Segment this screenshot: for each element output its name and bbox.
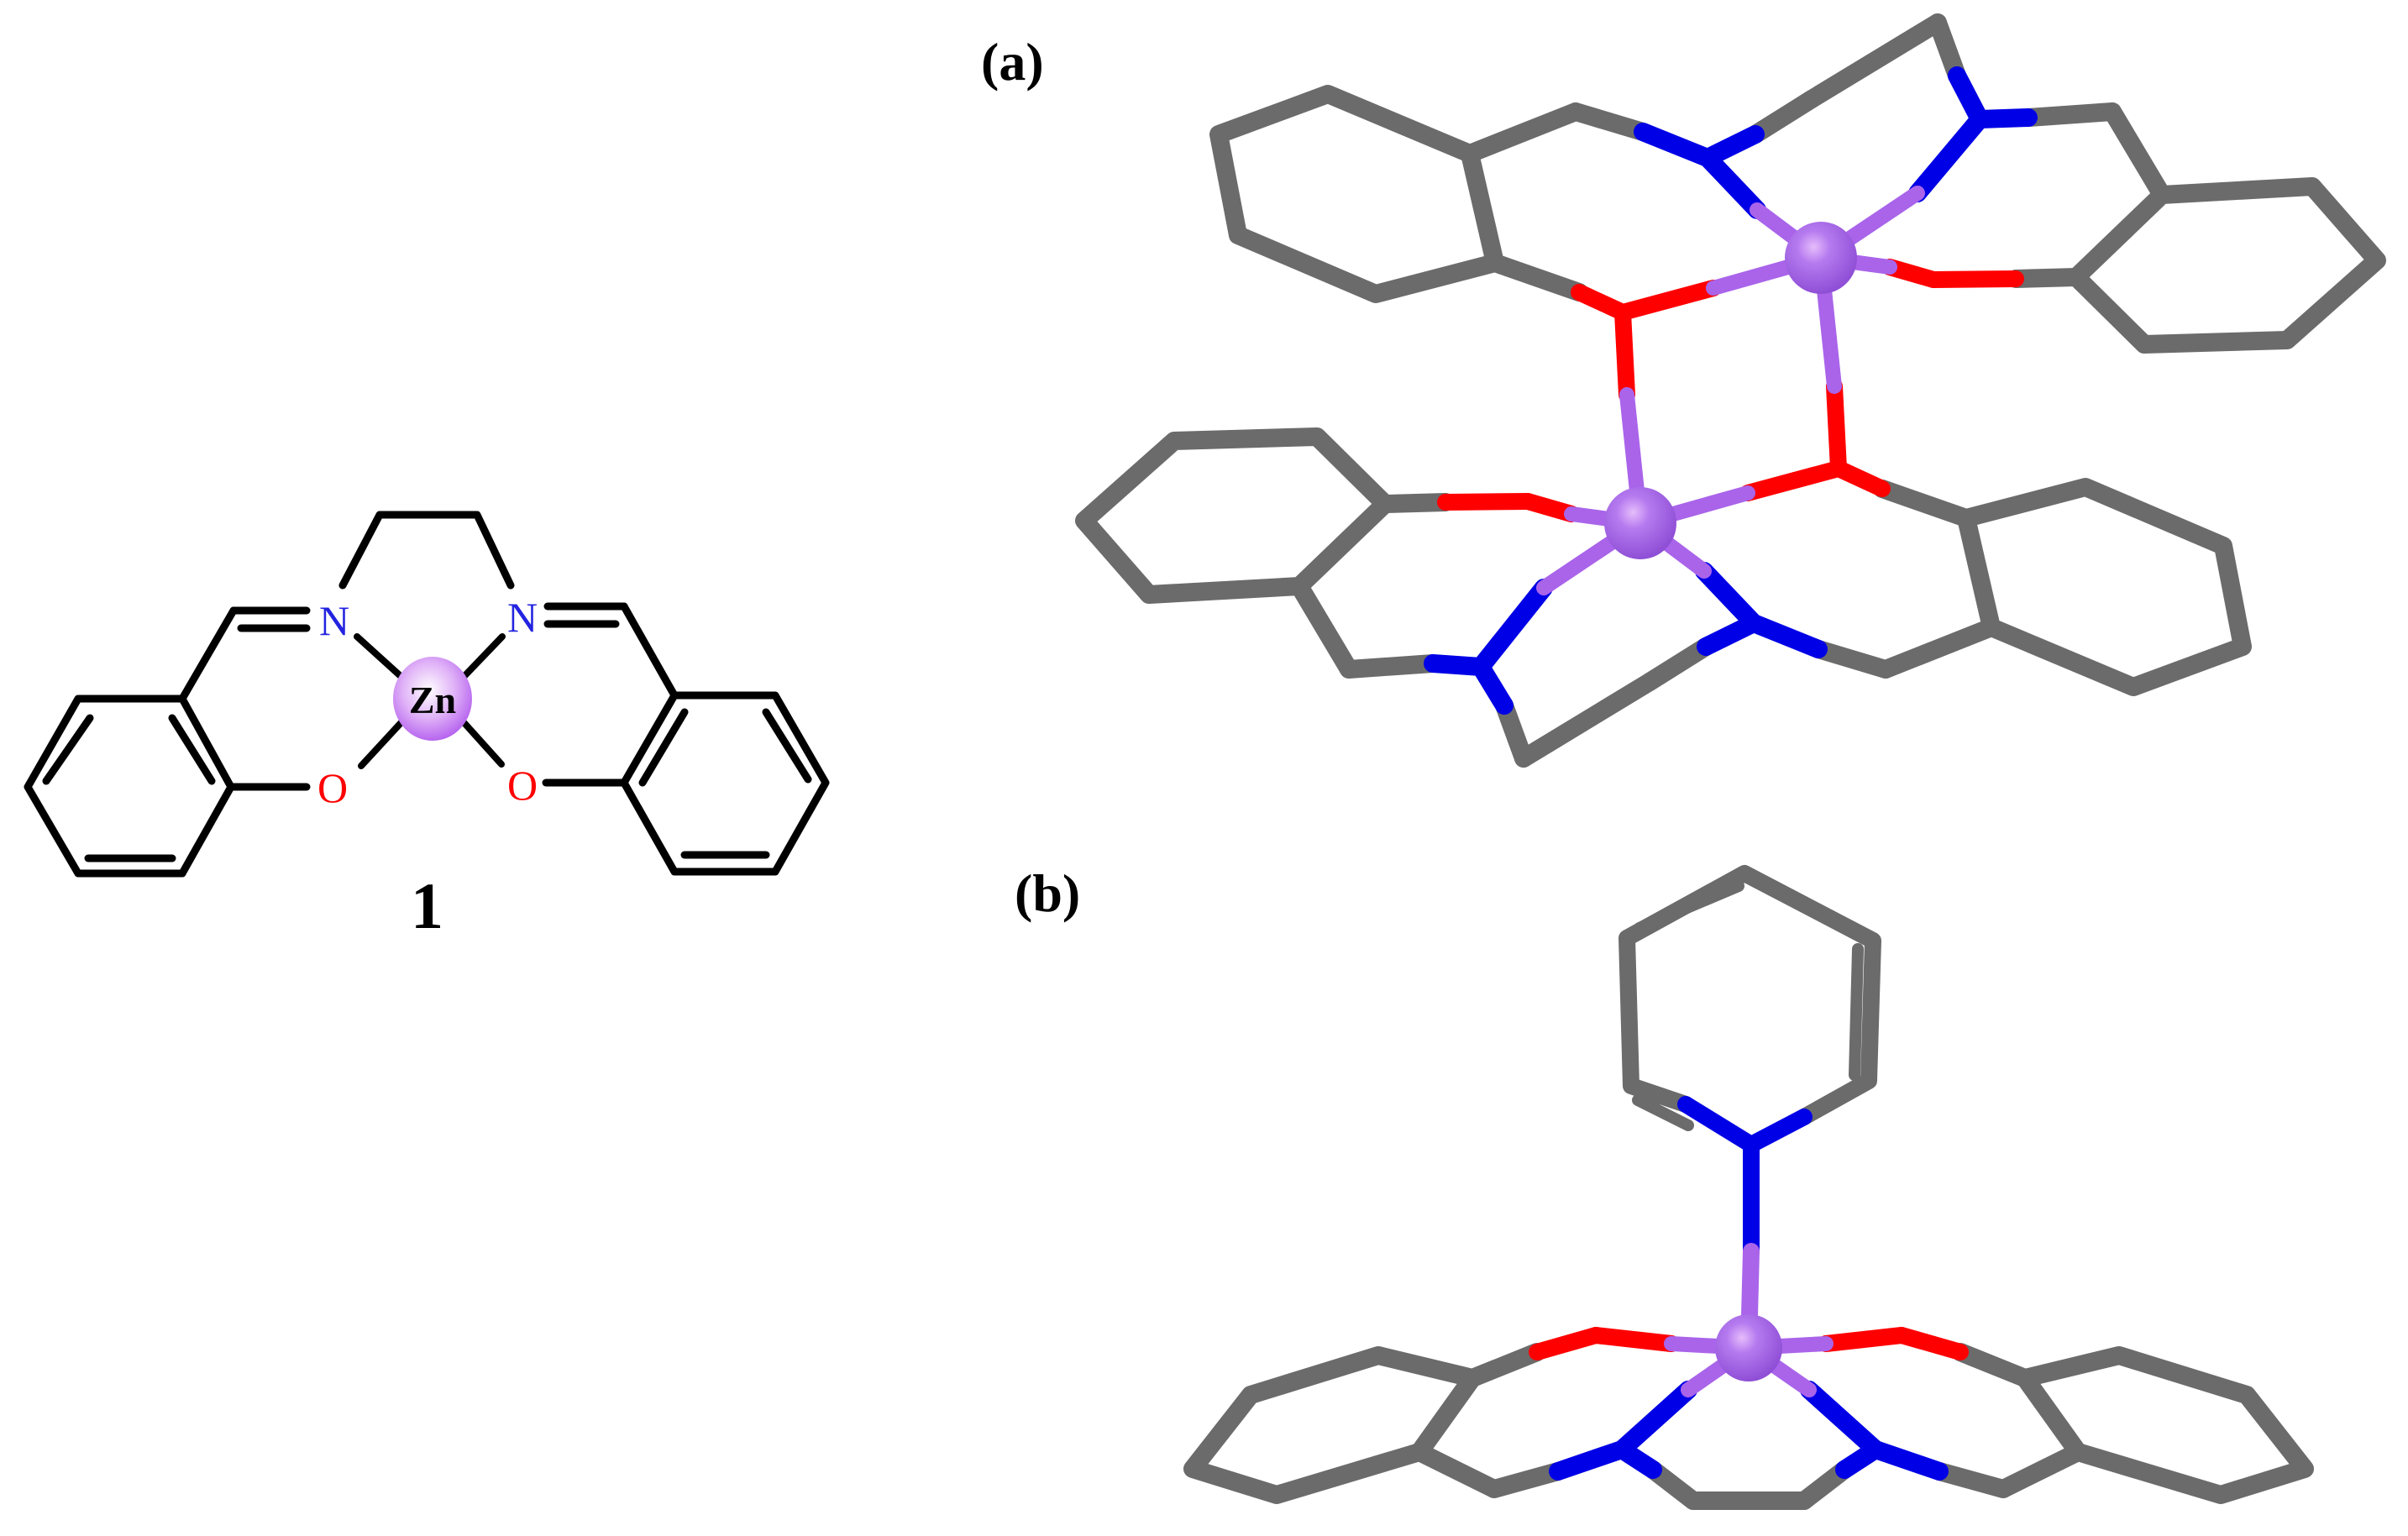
zn-atom-2d [393,657,472,741]
zn-coordination-bonds [354,633,506,769]
compound-number-label: 1 [411,869,443,942]
left-benzene-ring [24,695,235,878]
right-imine-arm [542,602,679,787]
n-label-right: N [507,594,538,641]
right-benzene-ring [620,691,830,876]
left-imine-arm [178,606,311,791]
n-label-left: N [319,597,349,644]
panel-a-label: (a) [981,32,1044,92]
panel-b-label: (b) [1015,863,1081,923]
zn-atom-a-upper [1785,222,1857,294]
ethylene-bridge [338,511,515,590]
zn-atom-b [1715,1314,1782,1381]
zn-atom-a-lower [1604,487,1676,559]
o-label-left: O [317,764,348,811]
o-label-right: O [507,762,538,809]
zn-label: Zn [409,679,456,721]
panel-a-structure [1075,13,2386,768]
panel-b-structure [1183,865,2314,1510]
